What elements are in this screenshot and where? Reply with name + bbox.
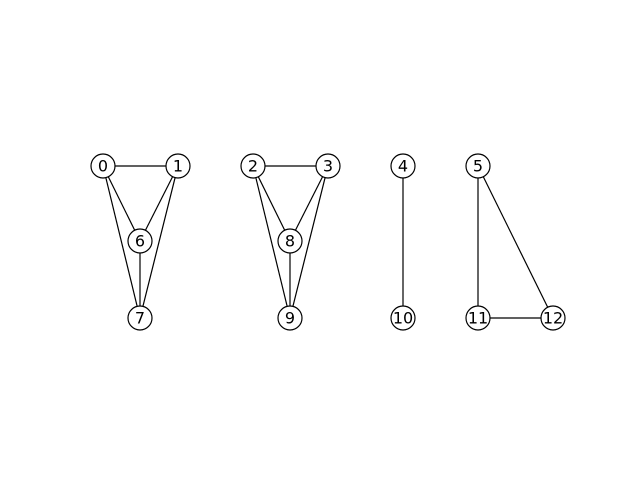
node-circle — [390, 153, 416, 179]
node-1: 1 — [165, 153, 191, 179]
node-0: 0 — [90, 153, 116, 179]
node-5: 5 — [465, 153, 491, 179]
node-8: 8 — [277, 228, 303, 254]
edge-1-6 — [139, 165, 179, 242]
node-circle — [315, 153, 341, 179]
node-circle — [540, 305, 566, 331]
node-10: 10 — [390, 305, 416, 331]
node-circle — [165, 153, 191, 179]
node-circle — [390, 305, 416, 331]
edge-1-7 — [139, 165, 179, 319]
node-12: 12 — [540, 305, 566, 331]
node-label: 7 — [135, 309, 145, 328]
node-circle — [277, 228, 303, 254]
node-4: 4 — [390, 153, 416, 179]
node-7: 7 — [127, 305, 153, 331]
node-9: 9 — [277, 305, 303, 331]
node-circle — [127, 305, 153, 331]
node-label: 5 — [473, 157, 483, 176]
node-label: 8 — [285, 232, 295, 251]
node-label: 10 — [393, 309, 413, 328]
node-2: 2 — [240, 153, 266, 179]
node-label: 9 — [285, 309, 295, 328]
node-label: 11 — [468, 309, 488, 328]
node-label: 1 — [173, 157, 183, 176]
node-label: 3 — [323, 157, 333, 176]
node-label: 4 — [398, 157, 408, 176]
edge-3-9 — [289, 165, 329, 319]
node-circle — [240, 153, 266, 179]
edge-2-8 — [252, 165, 291, 242]
node-label: 0 — [98, 157, 108, 176]
node-label: 2 — [248, 157, 258, 176]
edge-3-8 — [289, 165, 329, 242]
node-label: 12 — [543, 309, 563, 328]
node-6: 6 — [127, 228, 153, 254]
edge-5-12 — [477, 165, 554, 319]
node-3: 3 — [315, 153, 341, 179]
node-label: 6 — [135, 232, 145, 251]
edges-layer — [102, 165, 554, 319]
node-circle — [465, 305, 491, 331]
node-circle — [90, 153, 116, 179]
node-circle — [127, 228, 153, 254]
edge-0-6 — [102, 165, 141, 242]
edge-2-9 — [252, 165, 291, 319]
node-circle — [465, 153, 491, 179]
node-11: 11 — [465, 305, 491, 331]
edge-0-7 — [102, 165, 141, 319]
node-circle — [277, 305, 303, 331]
